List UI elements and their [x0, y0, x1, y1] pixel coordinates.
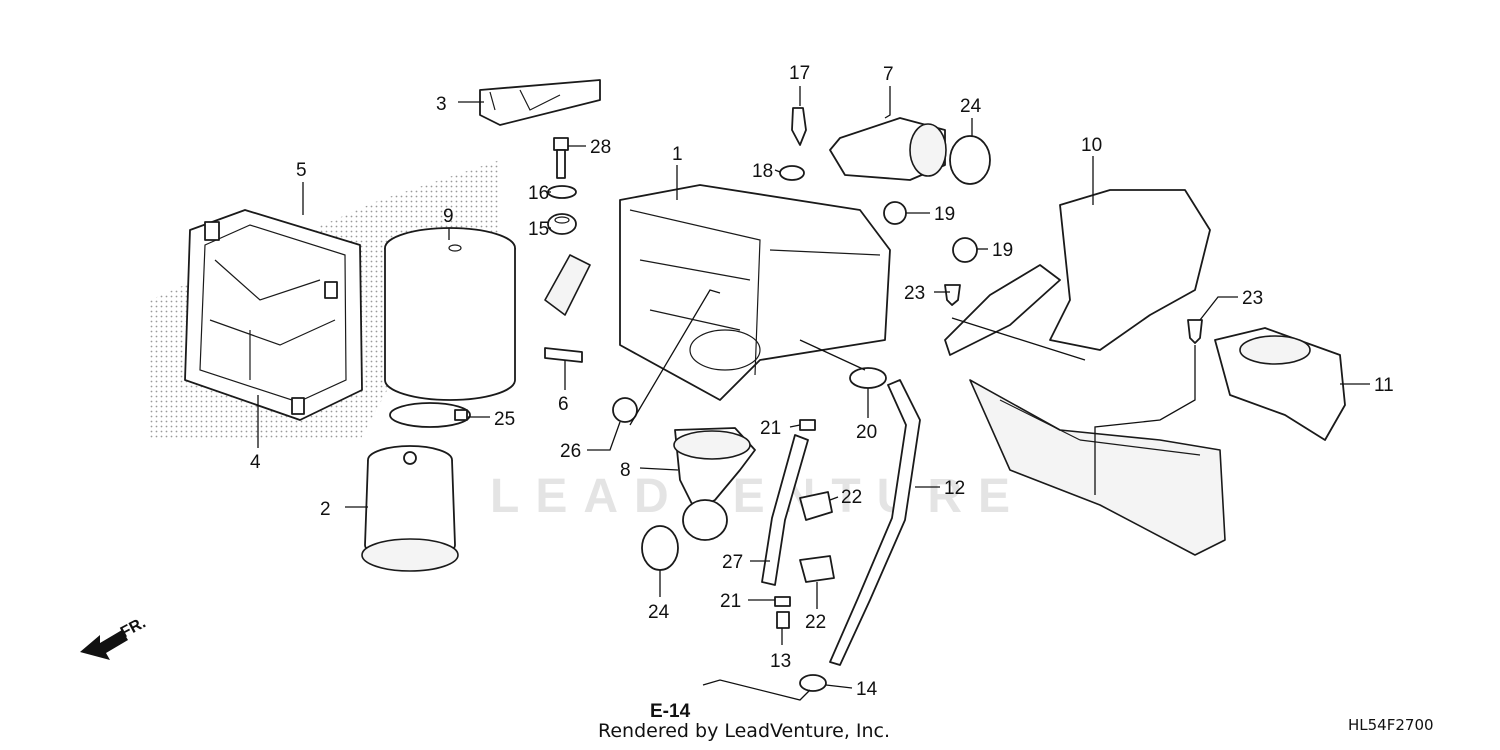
callout-7: 7 [883, 64, 894, 85]
part-19-grommet-b [952, 237, 978, 263]
part-24-band-upper [949, 135, 991, 185]
part-21-clip-b [774, 596, 791, 607]
part-18-grommet [779, 165, 805, 181]
footer-credit: Rendered by LeadVenture, Inc. [598, 720, 891, 742]
part-23-clip-b [1187, 319, 1203, 344]
callout-4: 4 [250, 452, 261, 473]
arrow-icon [80, 630, 128, 660]
callouts: 3 5 9 4 25 2 28 16 15 1 6 26 17 18 7 24 … [250, 63, 1394, 700]
part-12-drain-tube [829, 379, 921, 666]
callout-11: 11 [1374, 375, 1394, 396]
callout-13: 13 [770, 651, 791, 672]
part-3-bracket [479, 79, 601, 126]
part-22-clamp-a [799, 491, 833, 521]
part-17-sensor [791, 107, 807, 146]
part-1-case [544, 184, 891, 401]
part-8-joint [673, 427, 756, 541]
callout-10: 10 [1081, 135, 1102, 156]
part-5-cover [184, 209, 363, 421]
callout-25: 25 [494, 409, 515, 430]
callout-8: 8 [620, 460, 631, 481]
reference-label: E-14 [650, 701, 691, 722]
part-25-band [389, 402, 471, 428]
part-9-filter-element [384, 227, 516, 401]
callout-1: 1 [672, 144, 683, 165]
part-16-collar [547, 185, 577, 199]
callout-23-right: 23 [1242, 288, 1263, 309]
leader-lines [257, 86, 1370, 701]
diagram-code: HL54F2700 [1348, 716, 1434, 734]
callout-18: 18 [752, 161, 773, 182]
part-21-clip-a [799, 419, 816, 431]
part-11-duct [1214, 327, 1346, 441]
callout-22-lower: 22 [805, 612, 826, 633]
callout-14: 14 [856, 679, 878, 700]
part-22-clamp-b [799, 555, 835, 583]
part-23-clip-a [944, 284, 961, 306]
part-10-inlet-duct [944, 189, 1226, 556]
callout-2: 2 [320, 499, 331, 520]
part-15-grommet [547, 213, 577, 235]
part-14-clip [799, 674, 827, 692]
callout-17: 17 [789, 63, 810, 84]
callout-26: 26 [560, 441, 581, 462]
callout-23-left: 23 [904, 283, 925, 304]
callout-16: 16 [528, 183, 549, 204]
callout-9: 9 [443, 206, 454, 227]
part-24-band-lower [641, 525, 679, 571]
callout-21-upper: 21 [760, 418, 781, 439]
callout-21-lower: 21 [720, 591, 741, 612]
part-20-grommet [849, 367, 887, 389]
callout-28: 28 [590, 137, 611, 158]
watermark: LEADVENTURE [490, 470, 1026, 523]
callout-22-upper: 22 [841, 487, 862, 508]
callout-19-lower: 19 [992, 240, 1013, 261]
part-13-plug [776, 611, 790, 629]
callout-20: 20 [856, 422, 877, 443]
callout-12: 12 [944, 478, 965, 499]
callout-27: 27 [722, 552, 743, 573]
part-2-secondary-element [361, 445, 459, 572]
callout-24-lower: 24 [648, 602, 670, 623]
part-28-bolt [553, 137, 569, 179]
front-direction-arrow: FR. [80, 614, 149, 660]
callout-15: 15 [528, 219, 549, 240]
part-27-tube [761, 434, 809, 586]
part-26-grommet [612, 397, 638, 423]
callout-6: 6 [558, 394, 569, 415]
part-6-joint [544, 347, 583, 363]
callout-3: 3 [436, 94, 447, 115]
part-19-grommet-a [883, 201, 907, 225]
part-7-tube [829, 117, 947, 181]
callout-19-upper: 19 [934, 204, 955, 225]
callout-24-upper: 24 [960, 96, 982, 117]
callout-5: 5 [296, 160, 307, 181]
